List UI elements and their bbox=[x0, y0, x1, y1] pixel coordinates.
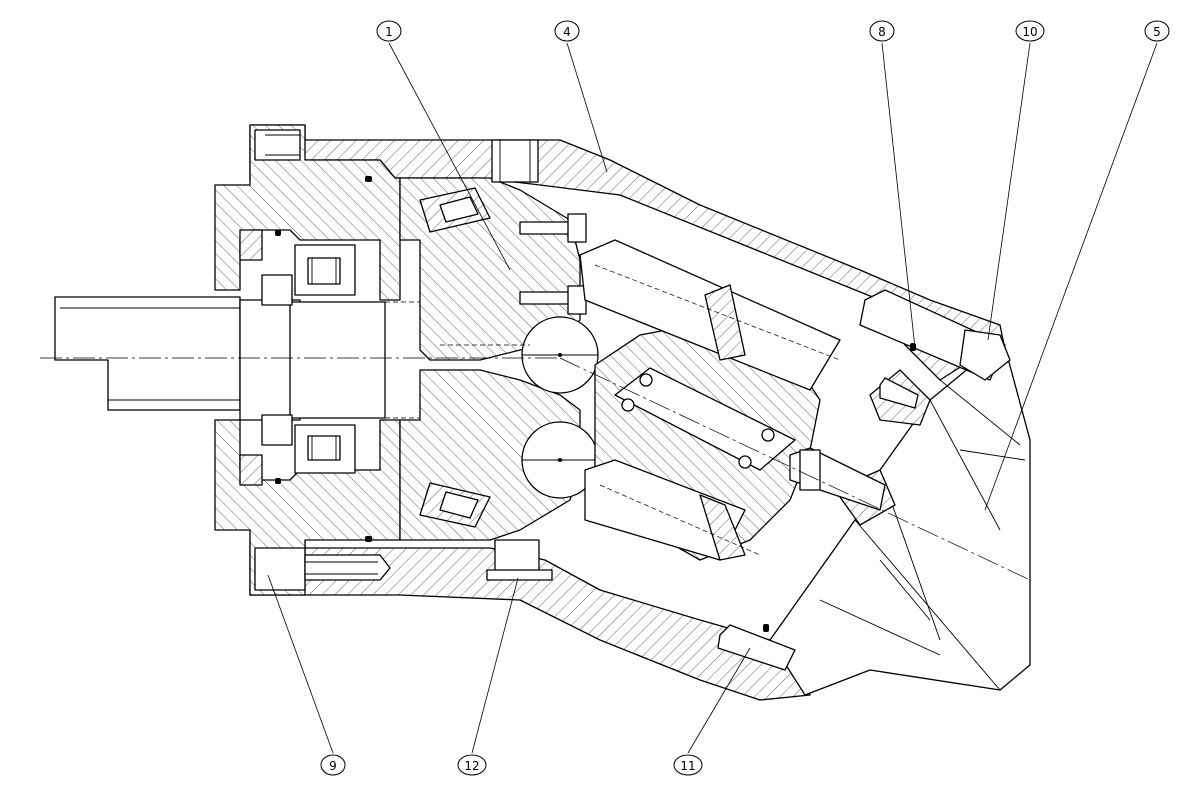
balloon-10: 10 bbox=[1015, 20, 1045, 42]
balloon-callouts: 1 4 8 10 5 9 12 11 bbox=[320, 20, 1170, 776]
control-stem bbox=[789, 447, 886, 511]
end-cap-screw-11 bbox=[717, 624, 796, 671]
balloon-4: 4 bbox=[554, 20, 580, 42]
front-bearing-top bbox=[294, 244, 356, 296]
center-lines bbox=[40, 264, 1031, 581]
pistons bbox=[579, 239, 841, 561]
end-cap-screw-10 bbox=[859, 289, 1011, 381]
flange-bolts bbox=[519, 213, 587, 315]
balloon-outline bbox=[320, 754, 346, 776]
balloon-label: 1 bbox=[385, 25, 393, 39]
balloon-label: 5 bbox=[1153, 25, 1161, 39]
balloon-9: 9 bbox=[320, 754, 346, 776]
front-bearing-bottom bbox=[294, 424, 356, 474]
shaft-seal bbox=[239, 229, 293, 486]
cover-bolt-top bbox=[254, 129, 301, 161]
housing-plug-12 bbox=[486, 539, 553, 581]
balloon-outline bbox=[457, 754, 487, 776]
balloon-outline bbox=[673, 754, 703, 776]
balloon-outline bbox=[554, 20, 580, 42]
o-rings bbox=[275, 176, 916, 632]
balloon-label: 4 bbox=[563, 25, 571, 39]
piston-ball-joints bbox=[521, 316, 599, 499]
housing-plug-top bbox=[491, 139, 539, 183]
balloon-outline bbox=[869, 20, 895, 42]
leader-lines bbox=[267, 42, 1158, 754]
pin-upper bbox=[879, 377, 919, 409]
balloon-outline bbox=[1144, 20, 1170, 42]
balloon-label: 12 bbox=[464, 759, 479, 773]
balloon-1: 1 bbox=[376, 20, 402, 42]
balloon-5: 5 bbox=[1144, 20, 1170, 42]
flange-screw-9 bbox=[254, 547, 391, 591]
drive-shaft bbox=[54, 296, 386, 421]
balloon-outline bbox=[1015, 20, 1045, 42]
balloon-label: 9 bbox=[329, 759, 337, 773]
balloon-label: 11 bbox=[680, 759, 695, 773]
balloon-label: 10 bbox=[1022, 25, 1037, 39]
balloon-outline bbox=[376, 20, 402, 42]
balloon-12: 12 bbox=[457, 754, 487, 776]
tapered-bearing-bottom bbox=[419, 482, 491, 528]
balloon-11: 11 bbox=[673, 754, 703, 776]
balloon-label: 8 bbox=[878, 25, 886, 39]
balloon-8: 8 bbox=[869, 20, 895, 42]
